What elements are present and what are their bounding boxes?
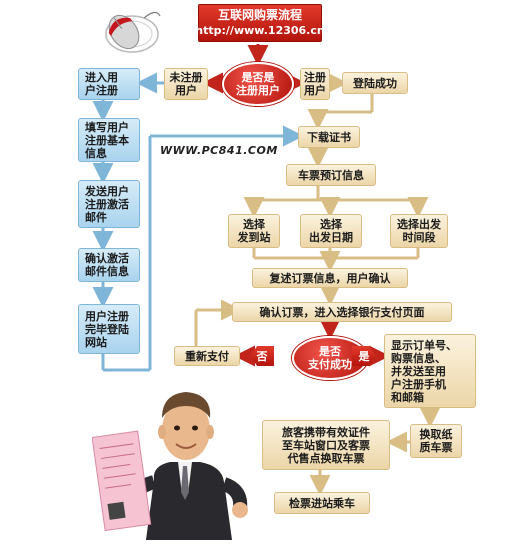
node-send-email-label: 发送用户 注册激活 邮件 (85, 184, 129, 224)
node-fill-info: 填写用户 注册基本 信息 (78, 118, 140, 162)
node-register-done-label: 用户注册 完毕登陆 网站 (85, 309, 129, 349)
node-review-order-label: 复述订票信息，用户确认 (269, 271, 391, 285)
node-review-order: 复述订票信息，用户确认 (252, 268, 408, 288)
branch-yes-label: 是 (352, 346, 376, 366)
node-show-order: 显示订单号、 购票信息、 并发送至用 户注册手机 和邮箱 (384, 334, 476, 408)
node-choose-date: 选择 出发日期 (300, 214, 362, 248)
node-choose-time: 选择出发 时间段 (390, 214, 448, 248)
node-registered-label: 注册 用户 (304, 71, 326, 97)
decision-payment-success: 是否 支付成功 (292, 336, 368, 380)
node-send-email: 发送用户 注册激活 邮件 (78, 180, 140, 228)
node-unregistered-label: 未注册 用户 (169, 71, 203, 97)
flow-title-box: 互联网购票流程 http://www.12306.cn (195, 4, 325, 42)
node-choose-station: 选择 发到站 (228, 214, 280, 248)
decision-registered-user: 是否是 注册用户 (222, 62, 294, 106)
node-check-board-label: 检票进站乘车 (289, 496, 355, 510)
node-confirm-order: 确认订票，进入选择银行支付页面 (232, 302, 452, 322)
decision-payment-label: 是否 支付成功 (308, 345, 352, 371)
flow-title: 互联网购票流程 (217, 8, 302, 22)
node-fill-info-label: 填写用户 注册基本 信息 (85, 120, 129, 160)
watermark-text: WWW.PC841.COM (160, 144, 278, 157)
node-enter-register: 进入用 户注册 (78, 68, 140, 100)
mouse-logo (98, 6, 164, 56)
node-ticket-booking: 车票预订信息 (286, 164, 376, 186)
node-confirm-email-label: 确认激活 邮件信息 (85, 252, 129, 278)
man-illustration (91, 370, 272, 540)
node-show-order-label: 显示订单号、 购票信息、 并发送至用 户注册手机 和邮箱 (391, 338, 457, 404)
node-registered-user: 注册 用户 (300, 68, 330, 100)
node-register-done: 用户注册 完毕登陆 网站 (78, 304, 140, 354)
node-enter-register-label: 进入用 户注册 (85, 71, 118, 97)
businessman-icon (91, 392, 248, 540)
node-exchange-ticket-label: 换取纸 质车票 (419, 428, 453, 454)
node-download-cert-label: 下载证书 (307, 130, 351, 144)
node-passenger-cert: 旅客携带有效证件 至车站窗口及客票 代售点换取车票 (262, 420, 390, 470)
node-choose-station-label: 选择 发到站 (237, 218, 271, 244)
node-choose-time-label: 选择出发 时间段 (397, 218, 441, 244)
node-unregistered-user: 未注册 用户 (164, 68, 208, 100)
node-choose-date-label: 选择 出发日期 (309, 218, 353, 244)
node-confirm-order-label: 确认订票，进入选择银行支付页面 (259, 305, 425, 319)
mouse-icon (105, 11, 161, 53)
node-exchange-ticket: 换取纸 质车票 (410, 424, 462, 458)
flow-title-url: http://www.12306.cn (195, 24, 325, 37)
node-check-board: 检票进站乘车 (274, 492, 370, 514)
node-passenger-cert-label: 旅客携带有效证件 至车站窗口及客票 代售点换取车票 (282, 425, 370, 465)
node-download-cert: 下载证书 (298, 126, 360, 148)
decision-registered-label: 是否是 注册用户 (236, 71, 280, 97)
node-ticket-booking-label: 车票预订信息 (298, 168, 364, 182)
node-repay: 重新支付 (174, 346, 240, 366)
node-login-success: 登陆成功 (342, 72, 408, 94)
branch-no-label: 否 (250, 346, 274, 366)
node-repay-label: 重新支付 (185, 349, 229, 363)
node-login-success-label: 登陆成功 (353, 76, 397, 90)
node-confirm-email: 确认激活 邮件信息 (78, 248, 140, 282)
